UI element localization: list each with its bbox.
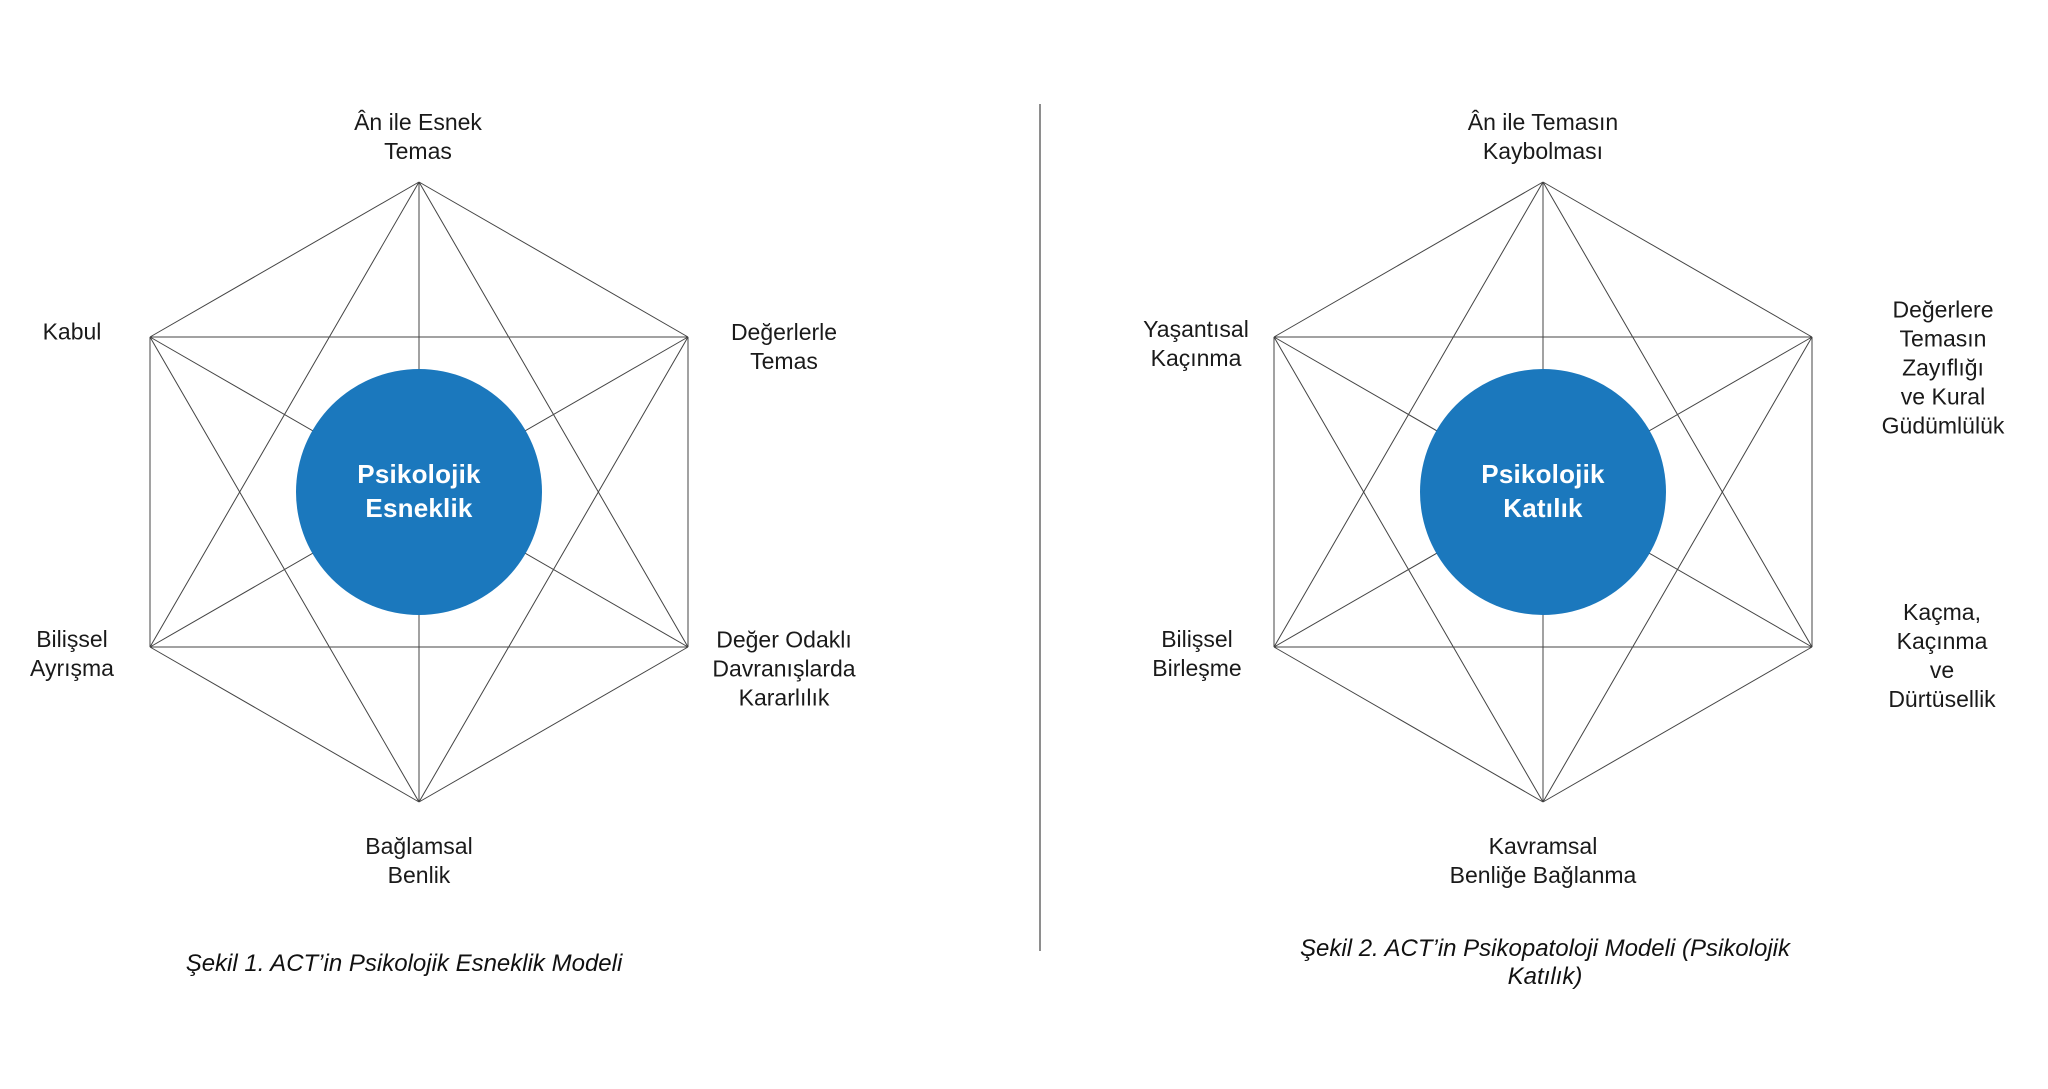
- node-label-self-as-context: Bağlamsal Benlik: [365, 833, 473, 888]
- center-circle-label-left: Psikolojik Esneklik: [357, 459, 481, 523]
- node-label-defusion: Bilişsel Ayrışma: [30, 626, 114, 681]
- node-label-acceptance: Kabul: [42, 318, 102, 345]
- node-label-loss-of-present-moment: Ân ile Temasın Kaybolması: [1467, 109, 1619, 164]
- node-label-weak-values: Değerlere Temasın Zayıflığı ve Kural Güd…: [1881, 296, 2005, 439]
- node-label-committed-action: Değer Odaklı Davranışlarda Kararlılık: [712, 626, 856, 711]
- node-label-cognitive-fusion: Bilişsel Birleşme: [1152, 626, 1242, 681]
- center-circle-label-right: Psikolojik Katılık: [1481, 459, 1605, 523]
- center-circle-left: [296, 369, 542, 615]
- node-label-conceptualized-self: Kavramsal Benliğe Bağlanma: [1449, 833, 1637, 888]
- center-circle-right: [1420, 369, 1666, 615]
- node-label-values: Değerlerle Temas: [730, 319, 838, 374]
- node-label-impulsivity: Kaçma, Kaçınma ve Dürtüsellik: [1888, 599, 1996, 712]
- node-label-experiential-avoidance: Yaşantısal Kaçınma: [1143, 316, 1249, 371]
- figure-2-caption: Şekil 2. ACT’in Psikopatoloji Modeli (Ps…: [1300, 935, 1790, 990]
- figure-1-caption: Şekil 1. ACT’in Psikolojik Esneklik Mode…: [185, 950, 623, 977]
- node-label-present-moment: Ân ile Esnek Temas: [354, 109, 482, 164]
